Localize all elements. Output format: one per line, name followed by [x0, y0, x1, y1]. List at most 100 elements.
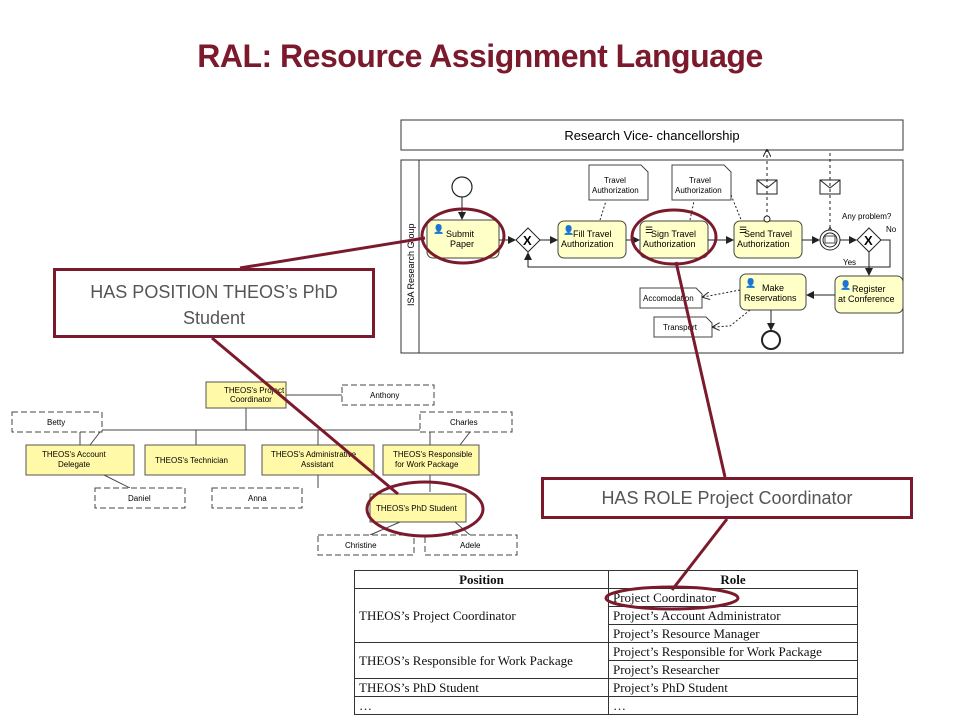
person-box-charles [419, 411, 513, 433]
data-object-label: Authorization [592, 186, 639, 195]
table-cell-role: Project’s Account Administrator [608, 606, 858, 625]
column-header-role: Role [608, 570, 858, 589]
data-object-label: Travel [689, 176, 711, 185]
data-object-label: Authorization [675, 186, 722, 195]
task-submit-paper [426, 219, 500, 259]
table-row: … … [354, 696, 858, 715]
person-box-daniel [94, 487, 186, 509]
table-cell-position: … [354, 696, 609, 715]
task-label: Submit [446, 229, 475, 239]
svg-text:X: X [523, 233, 532, 248]
person-label: Daniel [128, 494, 151, 503]
person-box-adele [424, 534, 518, 556]
org-box-account-delegate [25, 444, 135, 476]
table-cell-role: Project’s Researcher [608, 660, 858, 679]
org-box-label: THEOS's Administrative [271, 450, 357, 459]
highlight-ellipse-sign-travel-authorization [630, 208, 718, 266]
start-event [451, 176, 473, 198]
highlight-ellipse-phd-student [365, 480, 485, 538]
callout-line: Student [182, 308, 246, 328]
svg-text:X: X [864, 233, 873, 248]
task-make-reservations [739, 273, 807, 311]
task-label: Reservations [744, 293, 797, 303]
person-label: Anna [248, 494, 267, 503]
task-label: Send Travel [744, 229, 792, 239]
person-box-anthony [341, 384, 435, 406]
org-chart: THEOS's Project Coordinator THEOS's Acco… [11, 381, 518, 556]
table-cell-position: THEOS’s PhD Student [354, 678, 609, 697]
task-label: Authorization [737, 239, 790, 249]
table-cell-role: Project Coordinator [608, 588, 858, 607]
person-label: Charles [450, 418, 478, 427]
org-box-label: Coordinator [230, 395, 272, 404]
task-label: Make [762, 283, 784, 293]
org-box-label: for Work Package [395, 460, 459, 469]
person-label: Betty [47, 418, 65, 427]
person-box-betty [11, 411, 103, 433]
data-object-label: Accomodation [643, 294, 694, 303]
connector-line [674, 261, 727, 478]
data-object-label: Travel [604, 176, 626, 185]
data-object-travel-authorization [588, 164, 649, 201]
org-box-label: THEOS's Account [42, 450, 107, 459]
highlight-ellipse-submit-paper [420, 207, 506, 265]
table-row: Project’s Resource Manager [355, 624, 858, 643]
person-box-christine [317, 534, 415, 556]
user-task-icon: 👤 [433, 223, 444, 234]
svg-text:👤: 👤 [745, 277, 756, 288]
table-row: THEOS’s PhD Student Project’s PhD Studen… [354, 678, 858, 697]
connector-line [239, 236, 426, 270]
gateway-question-label: Any problem? [842, 212, 892, 221]
svg-text:👤: 👤 [840, 279, 851, 290]
org-box-phd-student [369, 493, 467, 523]
task-label: Authorization [643, 239, 696, 249]
person-box-anna [211, 487, 303, 509]
task-label: Sign Travel [651, 229, 696, 239]
org-box-label: Assistant [301, 460, 334, 469]
person-label: Adele [460, 541, 481, 550]
table-cell-position: THEOS’s Project Coordinator [354, 588, 609, 643]
org-box-project-coordinator [205, 381, 287, 409]
callout-line: HAS POSITION THEOS’s PhD [90, 282, 338, 302]
org-box-technician [144, 444, 246, 476]
org-box-label: Delegate [58, 460, 91, 469]
callout-has-position: HAS POSITION THEOS’s PhD Student [53, 268, 375, 338]
annotation-links [211, 207, 729, 591]
svg-text:☰: ☰ [645, 225, 653, 235]
person-label: Anthony [370, 391, 399, 400]
person-label: Christine [345, 541, 377, 550]
task-label: at Conference [838, 294, 895, 304]
org-box-label: THEOS's Project [224, 386, 285, 395]
task-label: Fill Travel [573, 229, 612, 239]
page-title: RAL: Resource Assignment Language [197, 38, 763, 74]
lane-label: ISA Research Group [406, 223, 416, 306]
bpmn-process-diagram: Research Vice- chancellorship ISA Resear… [400, 119, 904, 354]
org-box-label: THEOS's PhD Student [376, 504, 457, 513]
table-row: THEOS’s Responsible for Work Package Pro… [354, 642, 858, 679]
end-event [761, 330, 781, 350]
table-row: Project’s Researcher [355, 660, 858, 679]
task-label: Authorization [561, 239, 614, 249]
task-label: Register [852, 284, 886, 294]
table-cell-role: … [608, 696, 858, 715]
task-label: Paper [450, 239, 474, 249]
gateway-yes-label: Yes [843, 258, 856, 267]
gateway-no-label: No [886, 225, 897, 234]
org-box-label: THEOS's Responsible [393, 450, 473, 459]
table-row: THEOS’s Project Coordinator Project Coor… [354, 588, 858, 643]
table-header-row: Position Role [354, 570, 858, 589]
table-cell-role: Project’s Responsible for Work Package [608, 642, 858, 661]
position-role-table: Position Role THEOS’s Project Coordinato… [354, 570, 858, 715]
table-cell-role: Project’s PhD Student [608, 678, 858, 697]
pool-header [400, 119, 904, 151]
data-object-travel-authorization [671, 164, 732, 201]
column-header-position: Position [354, 570, 609, 589]
callout-has-role: HAS ROLE Project Coordinator [541, 477, 913, 519]
org-box-responsible-work-package [382, 444, 480, 476]
table-cell-position: THEOS’s Responsible for Work Package [354, 642, 609, 679]
org-box-label: THEOS's Technician [155, 456, 228, 465]
svg-text:👤: 👤 [563, 224, 574, 235]
pool-label: Research Vice- chancellorship [564, 128, 739, 143]
svg-text:☰: ☰ [739, 225, 747, 235]
